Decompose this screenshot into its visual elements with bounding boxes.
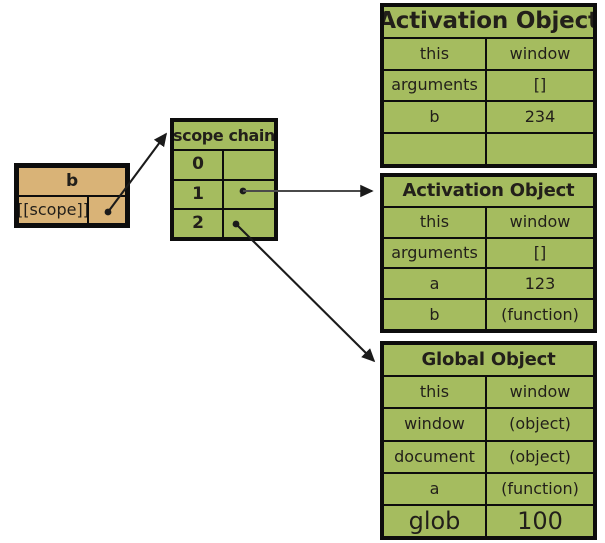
scope-chain-title: scope chain [174,125,274,145]
property-key: this [419,212,450,232]
property-value: (function) [485,473,593,504]
property-value: (function) [485,300,593,329]
scope-chain-entry-0: 0 [174,149,274,179]
scope-chain-box: scope chain 0 1 2 [170,118,278,241]
scope-property-value [87,196,125,223]
activation-object-1-header-row: Activation Object [384,7,593,37]
scope-chain-slot-1 [222,180,274,208]
scope-chain-entry-2: 2 [174,207,274,237]
property-value: [] [485,238,593,268]
table-row: window (object) [384,407,593,440]
property-value: window [485,207,593,237]
table-row: glob 100 [384,503,593,537]
property-value: (object) [485,409,593,440]
activation-object-1-title: Activation Object [384,8,593,35]
function-object-scope-row: [[scope]] [19,194,125,223]
property-key: b [429,107,440,127]
property-key: a [429,478,440,498]
table-row: b 234 [384,100,593,133]
scope-chain-entry-1: 1 [174,178,274,208]
table-row: this window [384,375,593,408]
activation-object-1: Activation Object this window arguments … [380,3,597,168]
activation-object-2-title: Activation Object [402,180,575,202]
global-object: Global Object this window window (object… [380,341,597,540]
property-value: [] [485,70,593,101]
property-key: arguments [391,75,478,95]
global-object-title: Global Object [421,349,556,371]
property-key: b [429,304,440,324]
table-row: a (function) [384,471,593,504]
scope-chain-index-2: 2 [192,212,204,233]
table-row: b (function) [384,298,593,329]
table-row: document (object) [384,439,593,472]
global-object-header-row: Global Object [384,345,593,375]
property-key [384,134,485,164]
property-value: window [485,38,593,69]
property-value: window [485,377,593,408]
table-row: this window [384,36,593,69]
table-row: this window [384,205,593,237]
scope-chain-index-0: 0 [192,154,204,175]
scope-chain-index-1: 1 [192,183,204,204]
scope-chain-header-row: scope chain [174,122,274,149]
property-key: window [404,414,465,434]
property-key: this [419,382,450,402]
scope-chain-slot-0 [222,151,274,179]
property-key: this [419,43,450,63]
property-key: a [429,273,440,293]
table-row: arguments [] [384,236,593,268]
property-key: glob [408,506,461,535]
function-object-header-row: b [19,168,125,195]
property-value: (object) [485,441,593,472]
scope-chain-slot-2 [222,209,274,237]
activation-object-2-header-row: Activation Object [384,177,593,206]
property-value [485,134,593,164]
connector-slot2-to-global-object [232,220,376,363]
function-object-title: b [66,170,78,191]
property-key: arguments [391,242,478,262]
table-row: arguments [] [384,68,593,101]
table-row-empty [384,132,593,164]
activation-object-2: Activation Object this window arguments … [380,173,597,333]
table-row: a 123 [384,267,593,299]
scope-property-label: [[scope]] [19,199,87,219]
property-key: document [394,446,475,466]
function-object-box: b [[scope]] [14,163,130,228]
property-value: 234 [485,102,593,133]
property-value: 100 [485,505,593,537]
property-value: 123 [485,269,593,299]
